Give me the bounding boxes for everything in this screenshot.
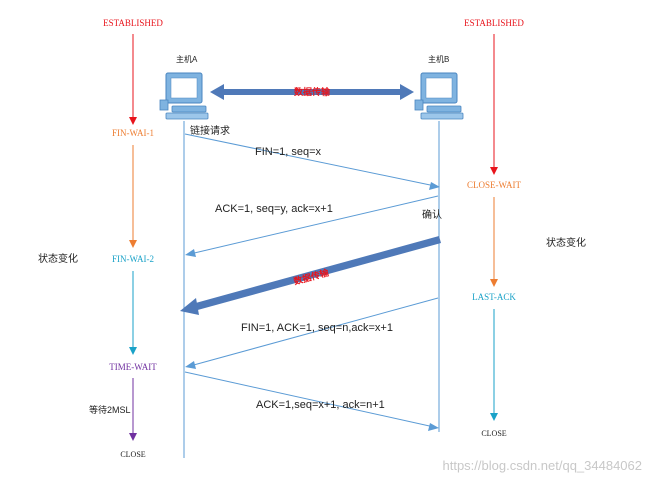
data-transfer-top-label: 数据传输 [294,86,331,97]
msg-ack1-arrowhead [185,249,196,257]
host-a-state-time-wait: TIME-WAIT [109,362,157,372]
msg-fin2-arrow [189,297,439,367]
host-a-arrowhead-fin-wait-2 [129,347,137,355]
host-b-computer-icon [414,72,464,120]
host-a-state-closed: CLOSE [120,450,145,459]
host-b-state-established: ESTABLISHED [464,18,524,28]
host-a-state-established: ESTABLISHED [103,18,163,28]
msg-fin2-label: FIN=1, ACK=1, seq=n,ack=x+1 [241,322,393,334]
msg-ack2-label: ACK=1,seq=x+1, ack=n+1 [256,399,385,411]
host-a-state-fin-wait-2: FIN-WAI-2 [112,254,154,264]
msg-ack2-arrow [184,371,435,428]
host-a-computer-icon [159,72,209,120]
host-a-label: 主机A [176,54,198,64]
host-b-arrowhead-close-wait [490,279,498,287]
host-a-state-fin-wait-1: FIN-WAI-1 [112,128,154,138]
host-b-arrowhead-last-ack [490,413,498,421]
host-a-arrowhead-established [129,117,137,125]
msg-ack1-arrow [189,195,439,255]
watermark: https://blog.csdn.net/qq_34484062 [443,458,643,473]
msg-ack2-arrowhead [428,423,439,431]
data-transfer-mid-label: 数据传输 [292,266,331,286]
data-transfer-bidirectional-arrow [210,84,414,100]
host-a-arrowhead-time-wait [129,433,137,441]
msg-fin1-arrowhead [429,182,440,190]
state-change-label-right: 状态变化 [546,236,586,249]
msg-fin1-label: FIN=1, seq=x [255,146,322,158]
confirm-label: 确认 [422,208,442,221]
host-b-state-closed: CLOSE [481,429,506,438]
wait-2msl-note: 等待2MSL [89,404,131,415]
data-transfer-thick-arrow [180,236,441,315]
host-a-arrowhead-fin-wait-1 [129,240,137,248]
host-b-label: 主机B [428,54,449,64]
state-change-label-left: 状态变化 [38,252,78,265]
host-b-state-close-wait: CLOSE-WAIT [467,180,521,190]
msg-fin2-arrowhead [185,361,196,369]
msg-fin1-arrow [184,133,436,187]
msg-ack1-label: ACK=1, seq=y, ack=x+1 [215,203,333,215]
host-b-arrowhead-established [490,167,498,175]
connect-request-label: 链接请求 [190,124,230,137]
host-b-state-last-ack: LAST-ACK [472,292,516,302]
